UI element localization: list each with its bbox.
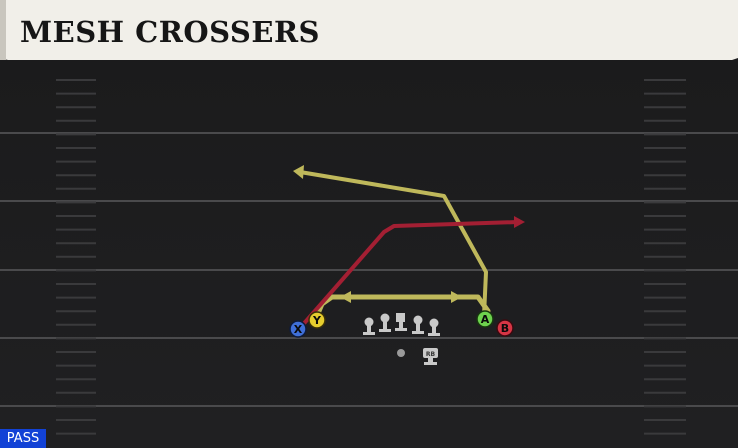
title-bar: MESH CROSSERS bbox=[0, 0, 738, 60]
running-back-label: RB bbox=[426, 351, 436, 358]
lineman-icon bbox=[379, 313, 391, 332]
yard-lines bbox=[0, 132, 738, 407]
lineman-icon bbox=[428, 318, 440, 336]
receiver-x-label: X bbox=[294, 323, 303, 336]
routes bbox=[293, 165, 525, 330]
play-type-badge: PASS bbox=[0, 429, 46, 448]
receiver-b-label: B bbox=[501, 322, 509, 335]
route-a-deep-cross bbox=[298, 170, 488, 318]
field-surface bbox=[0, 60, 738, 448]
hash-marks bbox=[56, 79, 686, 435]
receiver-a-label: A bbox=[481, 313, 490, 326]
offensive-line bbox=[363, 313, 440, 336]
receiver-y-label: Y bbox=[312, 314, 322, 327]
receiver-x: X bbox=[289, 320, 307, 338]
route-a-arrowhead bbox=[293, 165, 304, 179]
running-back-icon: RB bbox=[423, 348, 438, 365]
receiver-b: B bbox=[496, 319, 514, 337]
quarterback-marker bbox=[397, 349, 405, 357]
route-b-arrowhead bbox=[340, 291, 351, 303]
route-x-arrowhead bbox=[514, 216, 525, 228]
lineman-icon bbox=[363, 317, 375, 335]
route-b-mesh bbox=[344, 294, 491, 314]
lineman-icon bbox=[412, 315, 424, 334]
receiver-a: A bbox=[476, 310, 494, 328]
title-banner bbox=[0, 0, 738, 60]
center-icon bbox=[395, 313, 407, 331]
route-x-deep-over bbox=[298, 220, 520, 330]
play-title: MESH CROSSERS bbox=[20, 15, 320, 49]
receiver-y: Y bbox=[308, 311, 326, 329]
